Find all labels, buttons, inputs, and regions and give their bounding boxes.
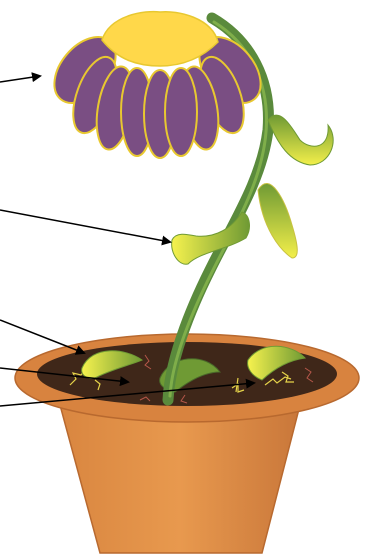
hanging-leaf-right: [258, 183, 297, 258]
arrow-to-drooping-leaf: [0, 210, 170, 242]
drooping-leaf: [172, 212, 250, 264]
pot-body: [60, 405, 300, 553]
arrow-to-flower: [0, 76, 40, 82]
curled-leaf-upper: [268, 115, 333, 165]
arrow-to-wilted-leaf: [0, 320, 84, 353]
